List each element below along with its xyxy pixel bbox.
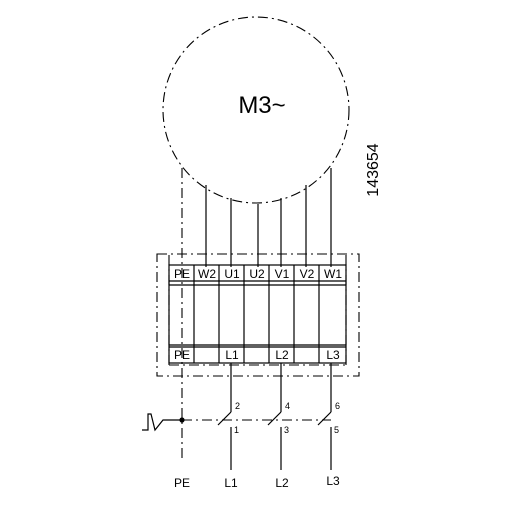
switch-blade-2 — [267, 411, 282, 426]
terminal-v2: V2 — [300, 267, 315, 281]
supply-pe: PE — [174, 476, 190, 490]
contact-4: 4 — [285, 401, 290, 411]
supply-labels: PE L1 L2 L3 — [174, 474, 340, 490]
supply-l2: L2 — [275, 476, 289, 490]
switch-handle-icon — [142, 413, 182, 432]
contact-numbers: 2 4 6 1 3 5 — [234, 401, 340, 435]
terminal-u1: U1 — [224, 267, 240, 281]
contact-2: 2 — [235, 401, 240, 411]
switch-blade-3 — [317, 411, 332, 426]
bottom-terminal-labels: PE L1 L2 L3 — [174, 348, 340, 362]
terminal-v1: V1 — [275, 267, 290, 281]
contact-1: 1 — [234, 425, 239, 435]
motor-label: M3~ — [238, 92, 285, 119]
terminal-l2-bottom: L2 — [275, 348, 289, 362]
terminal-w1: W1 — [324, 267, 342, 281]
terminal-w2: W2 — [198, 267, 216, 281]
terminal-l1-bottom: L1 — [225, 348, 239, 362]
terminal-block — [168, 264, 347, 364]
isolator-switch — [182, 411, 332, 470]
supply-l3: L3 — [326, 474, 340, 488]
switch-blade-1 — [217, 411, 232, 426]
contact-6: 6 — [335, 401, 340, 411]
drawing-number: 143654 — [365, 143, 382, 196]
contact-5: 5 — [334, 425, 339, 435]
switch-upper-wires — [230, 363, 332, 412]
motor-wires — [205, 168, 332, 267]
terminal-enclosure — [156, 253, 360, 377]
terminal-pe-top: PE — [174, 267, 190, 281]
terminal-pe-bottom: PE — [174, 348, 190, 362]
top-terminal-labels: PE W2 U1 U2 V1 V2 W1 — [174, 267, 342, 281]
terminal-u2: U2 — [249, 267, 265, 281]
pe-junction-dot — [179, 417, 185, 423]
motor-circle — [162, 16, 350, 204]
supply-l1: L1 — [224, 476, 238, 490]
contact-3: 3 — [284, 425, 289, 435]
terminal-l3-bottom: L3 — [326, 348, 340, 362]
